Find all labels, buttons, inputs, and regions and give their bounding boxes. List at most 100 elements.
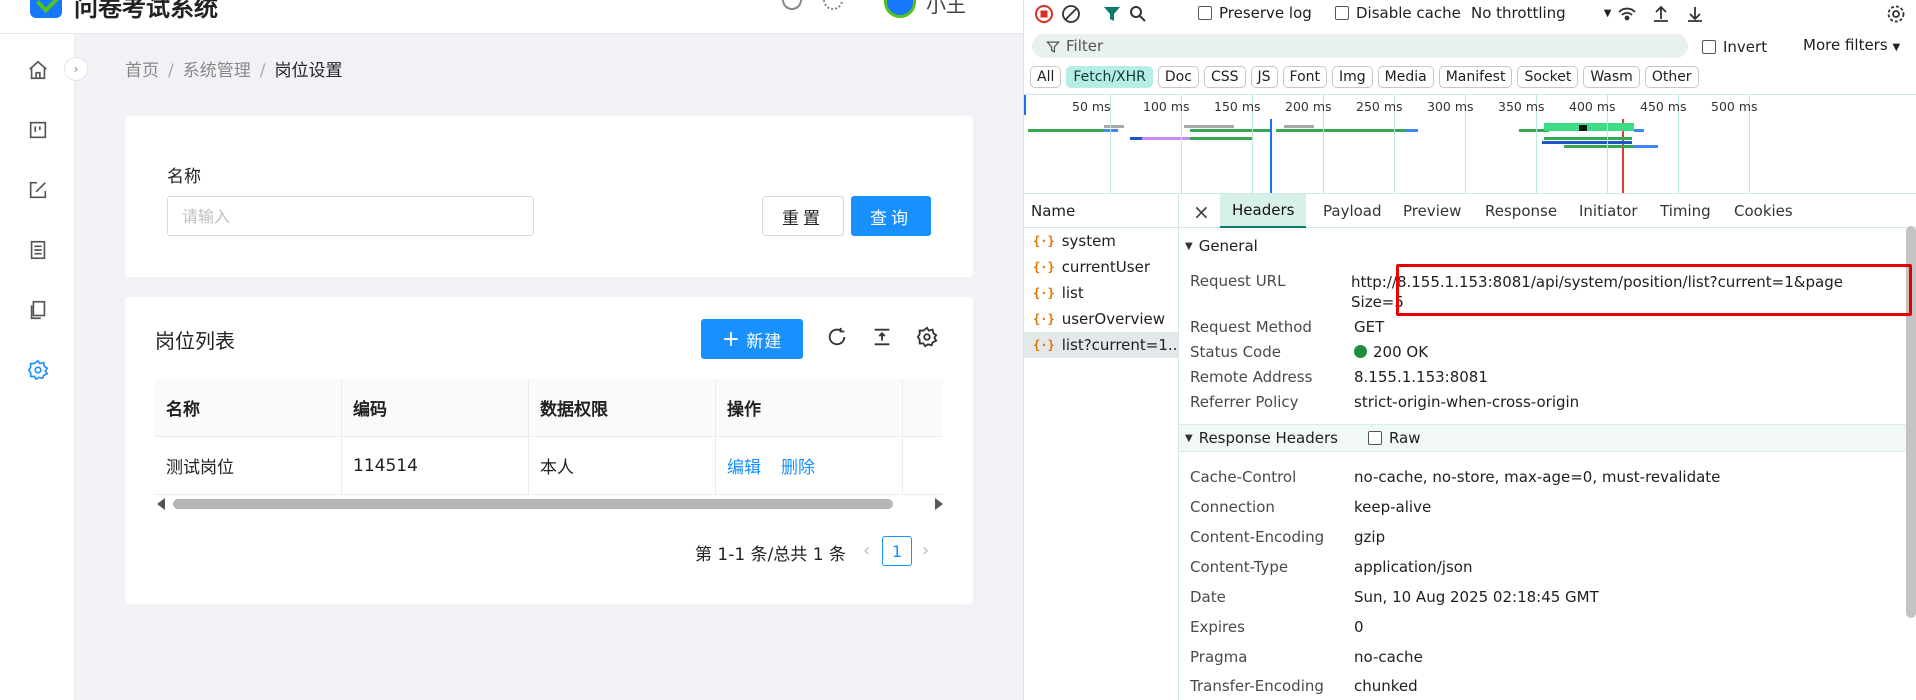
more-filters-button[interactable]: More filters ▼ bbox=[1803, 36, 1900, 54]
timeline-bar bbox=[1406, 129, 1418, 132]
help-icon[interactable] bbox=[782, 0, 802, 10]
collapse-sidebar-button[interactable]: › bbox=[64, 57, 88, 81]
position-table: 名称 编码 数据权限 操作 测试岗位 114514 本人 编辑 删除 bbox=[155, 379, 943, 499]
column-settings-icon[interactable] bbox=[915, 325, 939, 349]
record-stop-icon[interactable] bbox=[1034, 4, 1054, 24]
tab-preview[interactable]: Preview bbox=[1403, 202, 1462, 220]
type-chip-media[interactable]: Media bbox=[1377, 66, 1434, 88]
type-chip-css[interactable]: CSS bbox=[1203, 66, 1246, 88]
name-search-input[interactable] bbox=[167, 196, 534, 236]
page-1-button[interactable]: 1 bbox=[882, 536, 912, 566]
table-horizontal-scrollbar[interactable] bbox=[155, 497, 943, 511]
header-key: Date bbox=[1190, 588, 1226, 606]
density-icon[interactable] bbox=[870, 325, 894, 349]
list-icon[interactable] bbox=[26, 238, 50, 262]
breadcrumb-home[interactable]: 首页 bbox=[125, 61, 159, 81]
raw-box[interactable] bbox=[1367, 431, 1382, 445]
tab-cookies[interactable]: Cookies bbox=[1734, 202, 1793, 220]
type-chip-js[interactable]: JS bbox=[1250, 66, 1278, 88]
edit-link[interactable]: 编辑 bbox=[727, 458, 761, 478]
copy-icon[interactable] bbox=[26, 298, 50, 322]
settings-icon[interactable] bbox=[823, 0, 843, 10]
timeline-start-marker bbox=[1024, 95, 1026, 115]
type-chip-wasm[interactable]: Wasm bbox=[1583, 66, 1640, 88]
edit-icon[interactable] bbox=[26, 178, 50, 202]
request-list: Name {·}system {·}currentUser {·}list {·… bbox=[1024, 194, 1179, 700]
invert-box[interactable] bbox=[1702, 40, 1716, 54]
row-scope: 本人 bbox=[529, 437, 716, 494]
details-vertical-scrollbar[interactable] bbox=[1906, 226, 1916, 618]
disable-cache-checkbox[interactable]: Disable cache bbox=[1335, 4, 1461, 22]
scrollbar-thumb[interactable] bbox=[173, 499, 893, 509]
type-chip-font[interactable]: Font bbox=[1282, 66, 1327, 88]
reset-button[interactable]: 重置 bbox=[762, 196, 844, 236]
scroll-left-icon[interactable] bbox=[157, 498, 165, 510]
tab-payload[interactable]: Payload bbox=[1323, 202, 1382, 220]
type-chip-other[interactable]: Other bbox=[1644, 66, 1699, 88]
timeline-gridline bbox=[1678, 95, 1679, 193]
tab-headers[interactable]: Headers bbox=[1220, 194, 1307, 228]
preserve-log-box[interactable] bbox=[1198, 6, 1212, 20]
type-chip-all[interactable]: All bbox=[1030, 66, 1062, 88]
filter-funnel-icon[interactable] bbox=[1102, 4, 1122, 24]
network-settings-icon[interactable] bbox=[1886, 4, 1906, 24]
preserve-log-checkbox[interactable]: Preserve log bbox=[1198, 4, 1312, 22]
request-row-list-current[interactable]: {·}list?current=1... bbox=[1024, 332, 1178, 358]
header-value: no-cache bbox=[1354, 648, 1423, 666]
export-har-icon[interactable] bbox=[1685, 4, 1705, 24]
request-row-list[interactable]: {·}list bbox=[1024, 280, 1178, 306]
new-button[interactable]: +新建 bbox=[701, 319, 803, 359]
board-icon[interactable] bbox=[26, 118, 50, 142]
column-header-actions: 操作 bbox=[716, 379, 903, 436]
invert-checkbox[interactable]: Invert bbox=[1702, 38, 1767, 56]
query-button[interactable]: 查询 bbox=[851, 196, 931, 236]
refresh-icon[interactable] bbox=[825, 325, 849, 349]
tab-timing[interactable]: Timing bbox=[1660, 202, 1711, 220]
timeline-tick-label: 400 ms bbox=[1569, 99, 1616, 114]
general-section-header[interactable]: ▼General bbox=[1179, 232, 1916, 260]
request-row-useroverview[interactable]: {·}userOverview bbox=[1024, 306, 1178, 332]
header-key: Connection bbox=[1190, 498, 1275, 516]
clear-icon[interactable] bbox=[1061, 4, 1081, 24]
type-chip-manifest[interactable]: Manifest bbox=[1438, 66, 1513, 88]
type-chip-doc[interactable]: Doc bbox=[1157, 66, 1199, 88]
delete-link[interactable]: 删除 bbox=[781, 458, 815, 478]
import-har-icon[interactable] bbox=[1651, 4, 1671, 24]
header-key: Pragma bbox=[1190, 648, 1248, 666]
system-settings-icon[interactable] bbox=[26, 358, 50, 382]
resource-type-filters: All Fetch/XHR Doc CSS JS Font Img Media … bbox=[1030, 66, 1699, 90]
remote-address-value: 8.155.1.153:8081 bbox=[1354, 368, 1488, 386]
request-name: list?current=1... bbox=[1061, 336, 1178, 354]
request-row-currentuser[interactable]: {·}currentUser bbox=[1024, 254, 1178, 280]
timeline-bar bbox=[1190, 129, 1270, 132]
search-icon[interactable] bbox=[1128, 4, 1148, 24]
next-page-icon[interactable]: › bbox=[922, 540, 930, 561]
close-details-icon[interactable]: × bbox=[1193, 200, 1210, 224]
tab-initiator[interactable]: Initiator bbox=[1579, 202, 1638, 220]
filter-input[interactable]: Filter bbox=[1032, 34, 1688, 58]
avatar[interactable] bbox=[884, 0, 916, 18]
network-conditions-icon[interactable] bbox=[1617, 4, 1637, 24]
request-name: system bbox=[1061, 232, 1116, 250]
home-icon[interactable] bbox=[26, 58, 50, 82]
user-name[interactable]: 小王 bbox=[926, 0, 966, 17]
disable-cache-box[interactable] bbox=[1335, 6, 1349, 20]
request-row-system[interactable]: {·}system bbox=[1024, 228, 1178, 254]
throttling-select[interactable]: No throttling▼ bbox=[1471, 4, 1611, 22]
name-column-header[interactable]: Name bbox=[1024, 194, 1178, 228]
prev-page-icon[interactable]: ‹ bbox=[863, 540, 871, 561]
type-chip-socket[interactable]: Socket bbox=[1517, 66, 1579, 88]
breadcrumb-system[interactable]: 系统管理 bbox=[182, 61, 251, 81]
status-ok-icon bbox=[1354, 345, 1367, 358]
type-chip-fetch-xhr[interactable]: Fetch/XHR bbox=[1066, 66, 1153, 88]
scroll-right-icon[interactable] bbox=[935, 498, 943, 510]
type-chip-img[interactable]: Img bbox=[1332, 66, 1373, 88]
timeline-tick-label: 100 ms bbox=[1143, 99, 1190, 114]
raw-checkbox[interactable]: Raw bbox=[1367, 429, 1421, 447]
chevron-down-icon: ▼ bbox=[1603, 7, 1612, 19]
timeline-tick-label: 300 ms bbox=[1427, 99, 1474, 114]
tab-response[interactable]: Response bbox=[1485, 202, 1558, 220]
